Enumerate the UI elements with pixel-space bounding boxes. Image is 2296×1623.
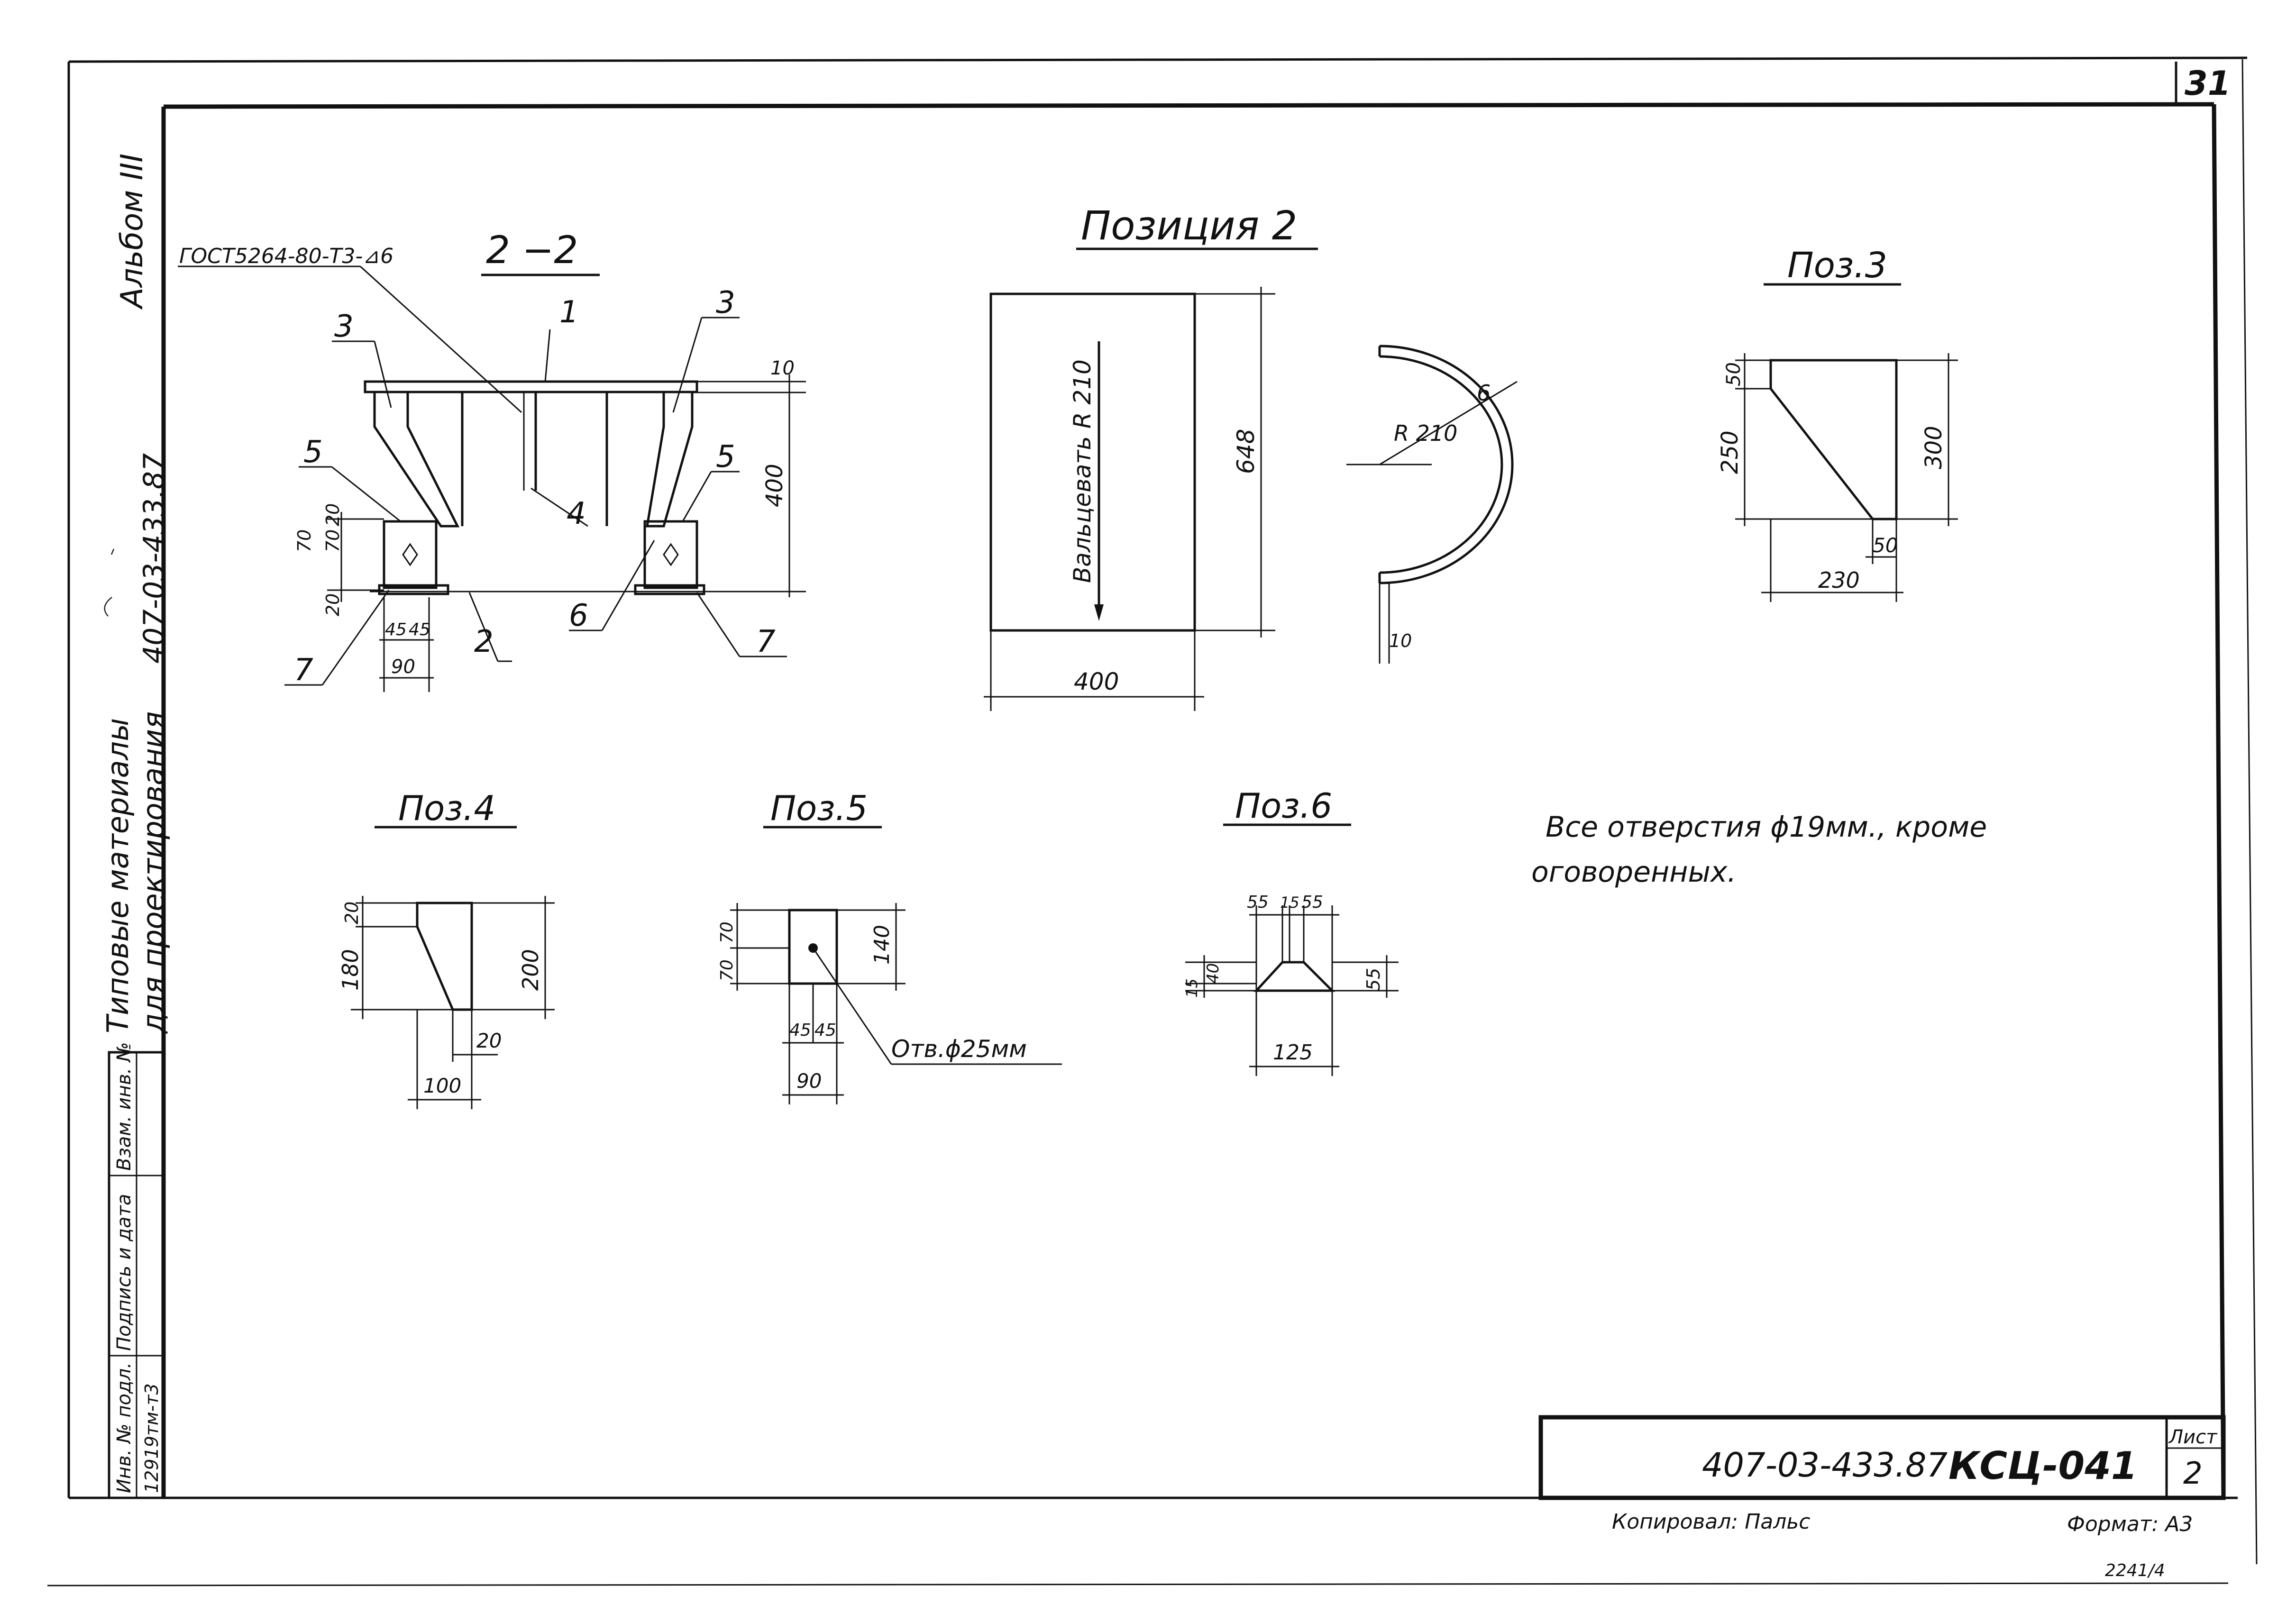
pos6-dim-15b: 15 xyxy=(1183,978,1201,998)
position-4: Поз.4 20 180 200 20 100 xyxy=(338,788,555,1109)
general-note-line-2: оговоренных. xyxy=(1531,856,1736,889)
pos2-title: Позиция 2 xyxy=(1081,202,1297,249)
pos6-dim-125: 125 xyxy=(1273,1040,1313,1065)
series-title-1: Типовые материалы xyxy=(101,718,135,1033)
pos2-radius: R 210 xyxy=(1394,420,1457,446)
pos2-height: 648 xyxy=(1232,429,1260,474)
section-2-2-title: 2 −2 xyxy=(486,228,578,272)
pos6-dim-40: 40 xyxy=(1204,963,1223,984)
footer-copied: Копировал: Пальс xyxy=(1612,1510,1811,1534)
side-stamp-col3: Взам. инв. № xyxy=(113,1042,135,1171)
general-note-line-1: Все отверстия ϕ19мм., кроме xyxy=(1546,811,1987,844)
side-stamp-col2: Подпись и дата xyxy=(113,1194,135,1351)
sheet-number: 31 xyxy=(2185,64,2231,103)
pos2-width: 400 xyxy=(1074,668,1119,695)
pos5-title: Поз.5 xyxy=(770,788,868,828)
pos4-dim-100: 100 xyxy=(423,1074,461,1097)
pos2-gap: 10 xyxy=(1389,630,1412,651)
pos3-dim-230: 230 xyxy=(1818,567,1860,593)
pos3-title: Поз.3 xyxy=(1787,245,1887,286)
pos2-note: Вальцевать R 210 xyxy=(1069,359,1096,583)
s22-dim-20b: 20 xyxy=(322,593,343,616)
s22-callout-3b: 3 xyxy=(716,285,735,320)
series-code-label: 407-03-433.87 xyxy=(137,453,171,664)
title-block-sheet-label: Лист xyxy=(2168,1426,2218,1448)
pos4-dim-180: 180 xyxy=(338,949,363,991)
title-block-mark: КСЦ-041 xyxy=(1948,1444,2138,1488)
section-2-2: 2 −2 ГОСТ5264-80-Т3-⊿6 10 400 xyxy=(178,228,806,692)
series-title-2: для проектирования xyxy=(136,711,171,1034)
side-stamp: Инв. № подл. Подпись и дата Взам. инв. №… xyxy=(108,1042,165,1499)
position-3: Поз.3 50 250 300 230 50 xyxy=(1717,245,1958,602)
pos6-dim-55b: 55 xyxy=(1301,893,1323,912)
position-6: Поз.6 55 15 55 15 40 55 125 xyxy=(1183,786,1399,1076)
s22-dim-90: 90 xyxy=(391,656,415,678)
position-5: Поз.5 70 70 140 45 45 90 Отв.ϕ25мм xyxy=(717,788,1062,1104)
s22-callout-5a: 5 xyxy=(303,435,323,470)
s22-dim-70b: 70 xyxy=(294,529,315,552)
footer-inventory: 2241/4 xyxy=(2105,1561,2165,1580)
pos5-dim-70b: 70 xyxy=(717,959,737,981)
pos3-dim-50a: 50 xyxy=(1723,362,1745,386)
general-note: Все отверстия ϕ19мм., кроме оговоренных. xyxy=(1531,811,1987,889)
s22-callout-6: 6 xyxy=(569,598,588,633)
pos5-dim-140: 140 xyxy=(870,925,894,965)
pos5-dim-90: 90 xyxy=(796,1069,822,1093)
title-block-sheet: 2 xyxy=(2183,1456,2203,1491)
left-labels: Альбом III 407-03-433.87 Типовые материа… xyxy=(101,154,171,1034)
pos5-dim-70a: 70 xyxy=(717,921,737,943)
pos6-title: Поз.6 xyxy=(1235,786,1332,826)
pos4-dim-200: 200 xyxy=(518,949,543,991)
pos3-dim-50b: 50 xyxy=(1873,534,1898,557)
pos6-dim-55c: 55 xyxy=(1363,968,1384,991)
title-block: Лист 2 407-03-433.87 КСЦ-041 xyxy=(1538,1415,2226,1500)
title-block-code: 407-03-433.87 xyxy=(1702,1446,1948,1485)
pos4-title: Поз.4 xyxy=(398,788,495,828)
s22-callout-3a: 3 xyxy=(334,309,354,344)
s22-callout-1: 1 xyxy=(559,295,579,330)
pos5-dim-45b: 45 xyxy=(814,1021,836,1040)
s22-callout-7b: 7 xyxy=(756,624,776,659)
pos5-dim-45a: 45 xyxy=(789,1021,811,1040)
pos6-dim-55a: 55 xyxy=(1247,893,1269,912)
s22-dim-20a: 20 xyxy=(322,503,343,526)
pos4-dim-20b: 20 xyxy=(476,1029,502,1052)
side-stamp-inv-value: 12919тм-т3 xyxy=(141,1383,162,1493)
footer-format: Формат: А3 xyxy=(2067,1512,2193,1536)
pos3-dim-250: 250 xyxy=(1717,430,1743,474)
album-label: Альбом III xyxy=(115,154,150,310)
s22-callout-7a: 7 xyxy=(294,653,313,688)
pos5-hole-note: Отв.ϕ25мм xyxy=(891,1035,1027,1063)
sheet-number-text: 31 xyxy=(2185,64,2231,103)
section-2-2-gost: ГОСТ5264-80-Т3-⊿6 xyxy=(179,244,393,268)
s22-dim-400: 400 xyxy=(761,464,788,507)
pos4-dim-20a: 20 xyxy=(341,902,362,924)
sheet-frame xyxy=(47,56,2258,1587)
s22-dim-10: 10 xyxy=(770,357,795,379)
s22-callout-5b: 5 xyxy=(716,439,735,474)
footer: Копировал: Пальс Формат: А3 2241/4 xyxy=(1612,1510,2193,1580)
s22-dim-45b: 45 xyxy=(409,620,430,639)
position-2: Позиция 2 Вальцевать R 210 400 648 R 210… xyxy=(984,202,1518,711)
pos6-dim-15a: 15 xyxy=(1280,894,1299,912)
s22-dim-70a: 70 xyxy=(322,529,343,552)
side-stamp-col1: Инв. № подл. xyxy=(113,1362,135,1493)
pos3-dim-300: 300 xyxy=(1921,426,1947,469)
pos2-thickness: 6 xyxy=(1477,380,1491,406)
s22-dim-45a: 45 xyxy=(385,620,407,639)
